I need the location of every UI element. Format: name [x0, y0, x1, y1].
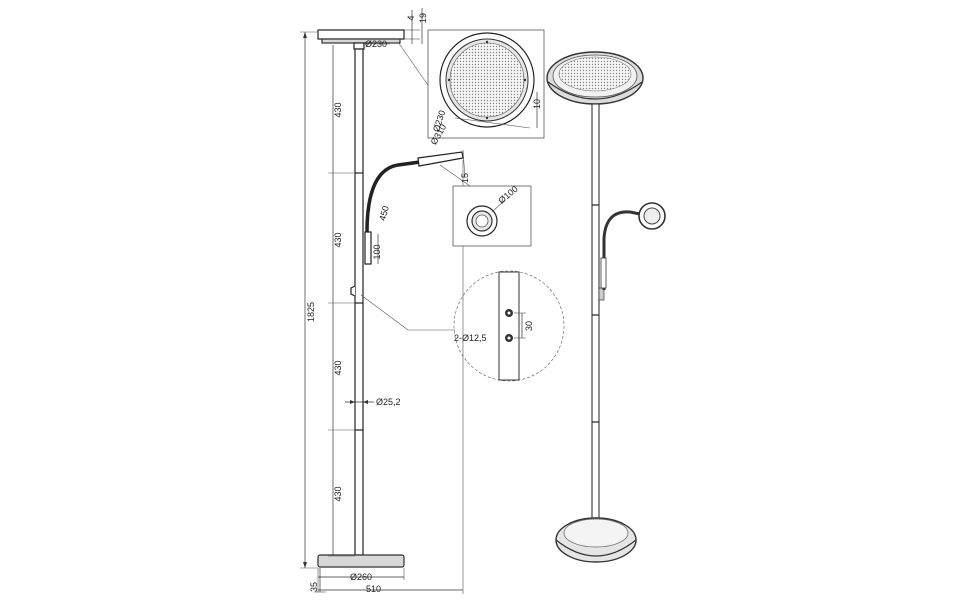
- top-thickness-label: 4: [406, 15, 416, 20]
- detail-rim-label: 10: [532, 99, 542, 109]
- arm-dimensions: 450 100 15: [372, 149, 471, 264]
- segment-3-label: 430: [333, 360, 343, 375]
- detail-switch-holes-label: 2-Ø12,5: [454, 333, 487, 343]
- detail-reading-head: Ø100: [452, 184, 532, 247]
- elevation-view: [317, 29, 464, 568]
- segment-1-label: 430: [333, 102, 343, 117]
- detail-switch: 30 2-Ø12,5: [360, 270, 565, 382]
- base-dimensions: Ø260 510: [317, 160, 464, 594]
- base: [317, 554, 405, 568]
- detail-top-disc: 10 Ø230 Ø310: [427, 29, 545, 147]
- perspective-view: [546, 51, 666, 563]
- base-height-label: 35: [309, 582, 319, 592]
- tube-dimension: Ø25,2: [345, 397, 401, 407]
- arm-bottom-label: 100: [372, 244, 382, 259]
- top-height-label: 19: [418, 13, 428, 23]
- reading-head: [417, 151, 464, 167]
- top-dimensions: 4 19 Ø230: [364, 8, 431, 89]
- reading-offset-label: 15: [460, 173, 470, 183]
- reading-arm: [365, 160, 421, 262]
- arm-holder: [364, 231, 372, 265]
- total-height-label: 1825: [306, 302, 316, 322]
- tube-diameter-label: Ø25,2: [376, 397, 401, 407]
- top-disc: [317, 29, 405, 40]
- arm-length-label: 450: [377, 205, 391, 222]
- top-diameter-label: Ø230: [365, 39, 387, 49]
- vertical-dimensions: 1825 430 430 430 430 35: [300, 31, 355, 593]
- total-width-label: 510: [366, 584, 381, 594]
- pole: [354, 48, 364, 556]
- segment-2-label: 430: [333, 232, 343, 247]
- segment-4-label: 430: [333, 486, 343, 501]
- switch-knob: [350, 285, 356, 297]
- detail-switch-spacing-label: 30: [524, 321, 534, 331]
- base-diameter-label: Ø260: [350, 572, 372, 582]
- top-connector: [353, 42, 365, 50]
